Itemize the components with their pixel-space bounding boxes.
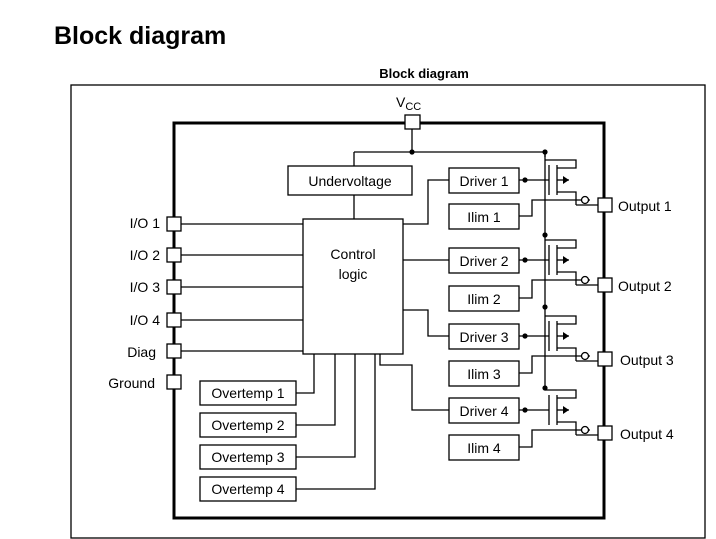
pin-io4-label: I/O 4: [130, 312, 161, 328]
pin-io3-label: I/O 3: [130, 279, 161, 295]
ilim-4-block: [448, 434, 520, 461]
vcc-pin: [404, 114, 421, 130]
control-logic-block: [302, 218, 404, 355]
ilim-2-label: Ilim 2: [467, 291, 501, 307]
pin-diag-label: Diag: [127, 344, 156, 360]
vcc-label: VCC: [396, 94, 421, 113]
pin-io2-label: I/O 2: [130, 247, 161, 263]
mosfet-1: [544, 152, 590, 205]
ilim-1-label: Ilim 1: [467, 209, 501, 225]
vcc-label-sub: CC: [405, 101, 421, 113]
ilim-3-label: Ilim 3: [467, 366, 501, 382]
pin-ground: [166, 374, 182, 390]
mosfet-3: [545, 315, 590, 361]
ilim-4-label: Ilim 4: [467, 440, 501, 456]
undervoltage-block: [287, 165, 413, 196]
undervoltage-label: Undervoltage: [308, 173, 391, 189]
pin-ground-label: Ground: [108, 375, 155, 391]
control-logic-label-1: Control: [330, 246, 375, 262]
driver-2-label: Driver 2: [459, 253, 508, 269]
control-logic-label-2: logic: [339, 266, 368, 282]
ilim-3-block: [448, 360, 520, 387]
vcc-label-base: V: [396, 94, 406, 110]
overtemp-4-block: [199, 476, 297, 502]
overtemp-2-block: [199, 412, 297, 438]
pin-io1-label: I/O 1: [130, 215, 161, 231]
pin-output-1: [597, 197, 613, 213]
driver-4-block: [448, 397, 520, 424]
pin-io2: [166, 247, 182, 263]
pin-io4: [166, 312, 182, 328]
output-2-label: Output 2: [618, 278, 672, 294]
pin-output-2: [597, 277, 613, 293]
pin-output-3: [597, 351, 613, 367]
page-title: Block diagram: [54, 22, 227, 50]
overtemp-3-block: [199, 444, 297, 470]
pin-output-4: [597, 425, 613, 441]
output-1-label: Output 1: [618, 198, 672, 214]
output-4-label: Output 4: [620, 426, 674, 442]
mosfet-4: [545, 389, 590, 435]
overtemp-3-label: Overtemp 3: [211, 449, 284, 465]
pin-io1: [166, 216, 182, 232]
overtemp-2-label: Overtemp 2: [211, 417, 284, 433]
diagram-caption: Block diagram: [379, 66, 469, 81]
ilim-2-block: [448, 285, 520, 312]
overtemp-1-label: Overtemp 1: [211, 385, 284, 401]
pin-diag: [166, 343, 182, 359]
mosfet-2: [545, 239, 590, 285]
driver-4-label: Driver 4: [459, 403, 508, 419]
output-3-label: Output 3: [620, 352, 674, 368]
outer-frame: [70, 84, 706, 539]
driver-1-block: [448, 167, 520, 194]
driver-2-block: [448, 247, 520, 274]
driver-3-label: Driver 3: [459, 329, 508, 345]
driver-1-label: Driver 1: [459, 173, 508, 189]
pin-io3: [166, 279, 182, 295]
overtemp-4-label: Overtemp 4: [211, 481, 284, 497]
